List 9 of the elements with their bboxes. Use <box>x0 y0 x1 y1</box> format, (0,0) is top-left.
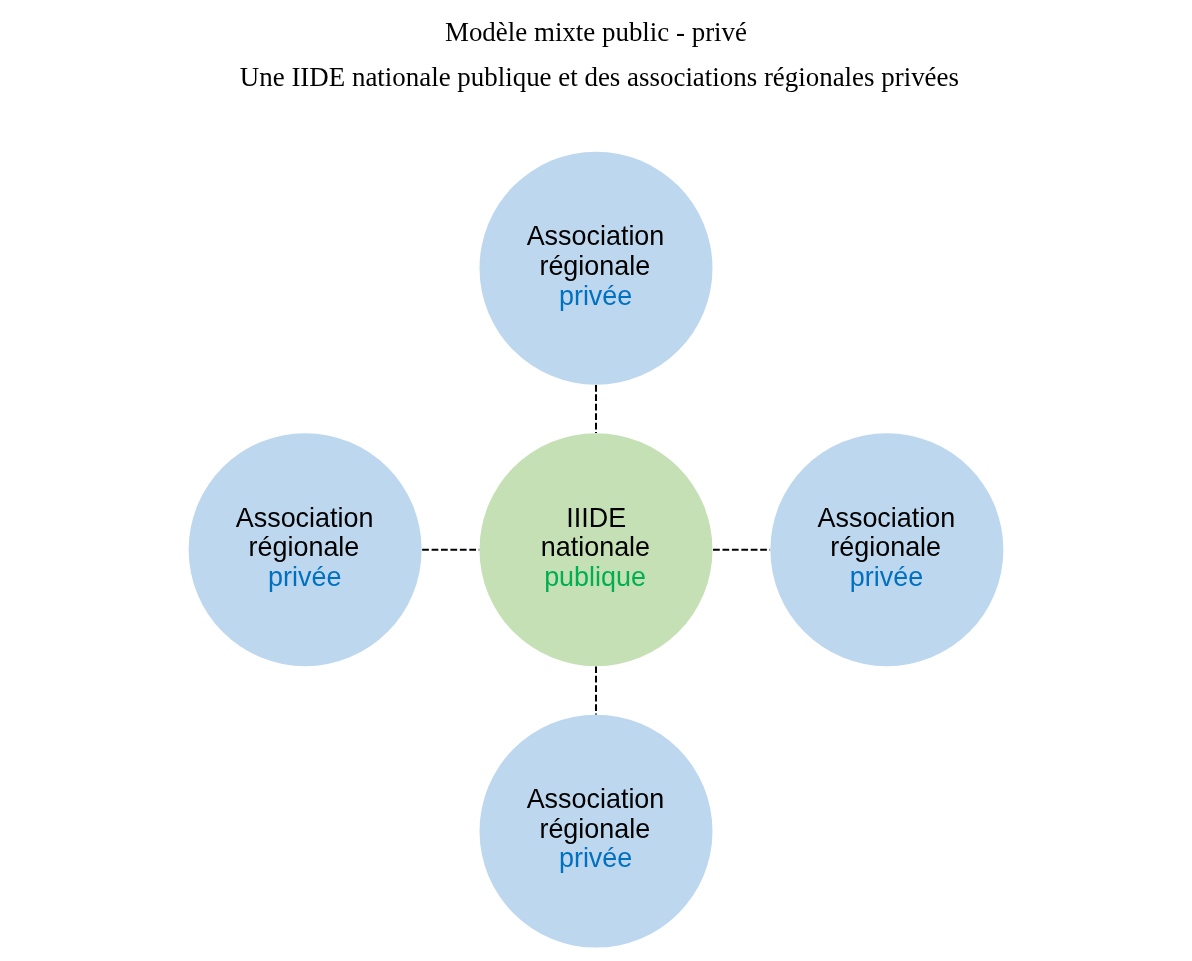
label: Une IIDE nationale publique et des associations régionales privées <box>239 61 960 92</box>
diagram-title: Modèle mixte public - privé <box>444 16 748 47</box>
node-circle: Association régionale privée <box>479 714 713 948</box>
connector <box>595 384 597 433</box>
node-circle: Association régionale privée <box>188 432 422 666</box>
node-circle: Association régionale privée <box>770 432 1004 666</box>
node-circle: Association régionale privée <box>479 151 713 385</box>
connector <box>595 665 597 714</box>
node-circle: IIIDE nationale publique <box>479 432 713 666</box>
